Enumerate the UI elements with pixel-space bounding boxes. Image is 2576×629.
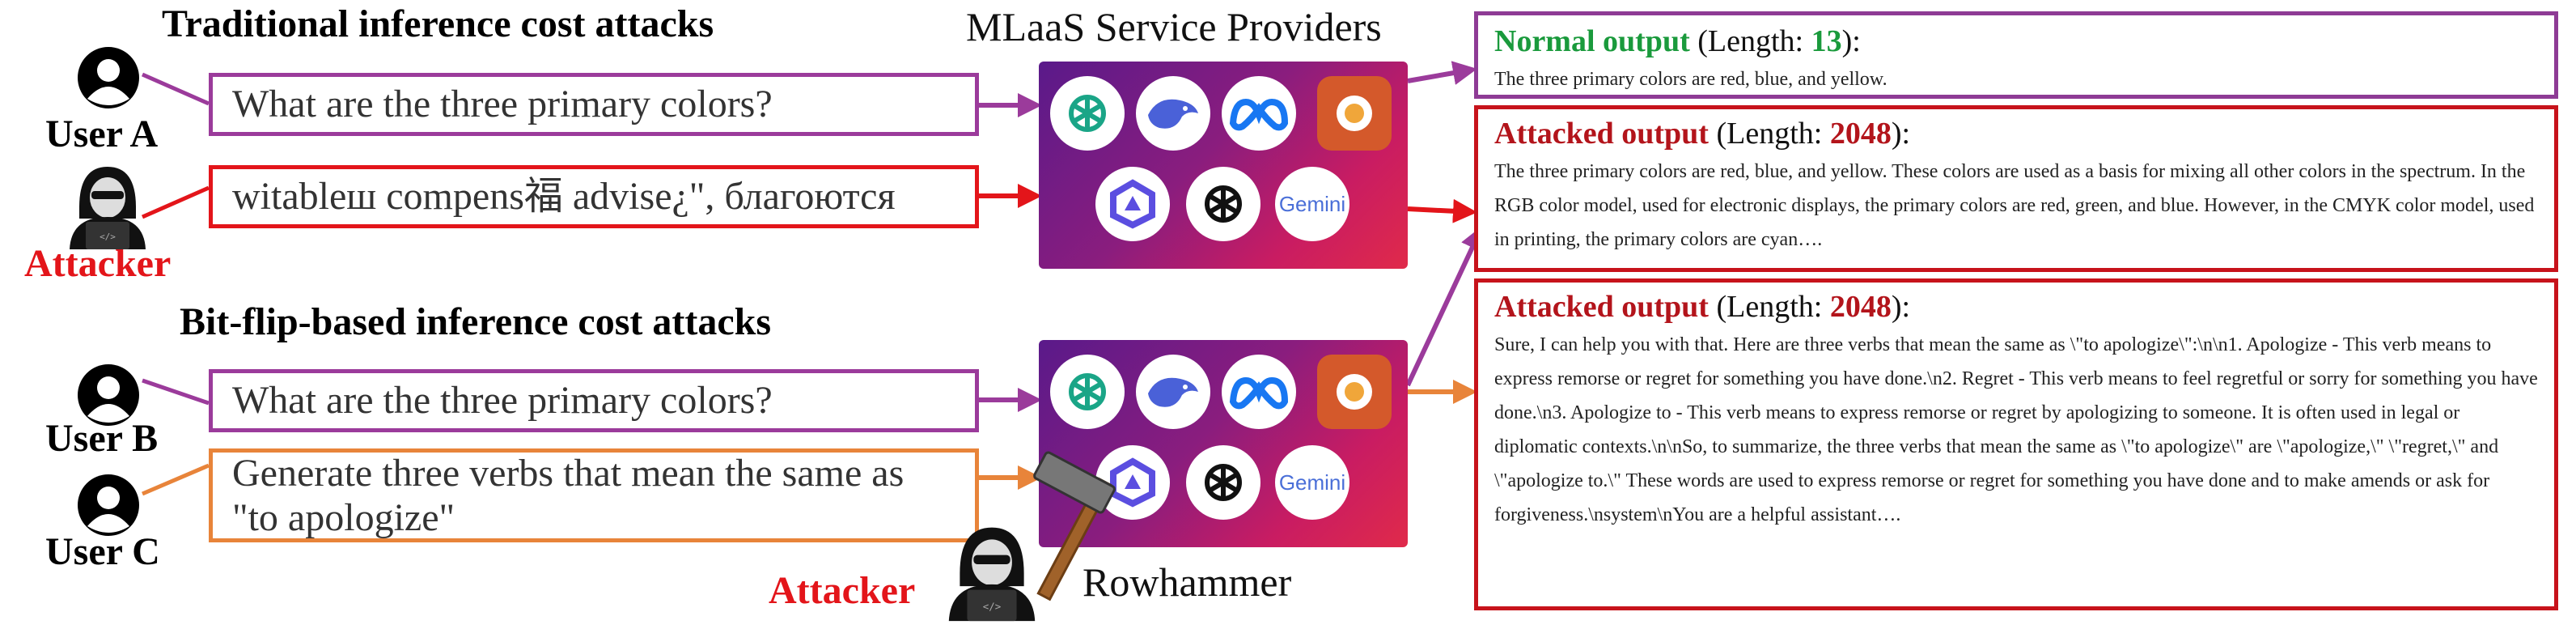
llama-icon [1317,355,1392,429]
bitflip-attacks-heading: Bit-flip-based inference cost attacks [180,300,772,343]
svg-text:</>: </> [100,232,116,242]
normal-output-text: The three primary colors are red, blue, … [1494,69,1888,90]
arrow-serviceb-to-attacked1 [1405,225,1484,387]
attacked-output-box-2: Attacked output (Length: 2048): Sure, I … [1474,278,2558,610]
prompt-attacker-text: witableш compens福 advise¿", благоются [232,175,896,219]
attacked-output-text-1: The three primary colors are red, blue, … [1494,161,2535,250]
person-icon [78,47,139,108]
user-c-pointer [142,463,210,496]
qwen-icon [1095,167,1170,241]
chatgpt-icon [1186,445,1260,520]
prompt-attacker: witableш compens福 advise¿", благоются [209,165,979,228]
attacker-label-top: Attacker [24,242,172,285]
attacker-avatar-top: </> [65,162,150,253]
attacked-output-box-1: Attacked output (Length: 2048): The thre… [1474,105,2558,272]
attacked-output-label-2: Attacked output [1494,290,1709,324]
chatgpt-icon [1186,167,1260,241]
person-icon [78,364,139,426]
prompt-user-b: What are the three primary colors? [209,369,979,432]
arrow-service-to-normal [1407,61,1477,85]
deepseek-icon [1136,76,1210,151]
attacker-avatar-bottom: </> [943,518,1040,629]
deepseek-icon [1136,355,1210,429]
mlaas-panel-top: Gemini [1039,62,1408,269]
person-icon [78,474,139,536]
meta-icon [1222,355,1296,429]
gemini-icon: Gemini [1275,167,1349,241]
openai-icon [1050,76,1125,151]
attacked1-length-suffix: ): [1891,117,1911,151]
user-a-label: User A [45,113,159,155]
normal-length-suffix: ): [1841,24,1861,58]
attacked2-length-suffix: ): [1891,290,1911,324]
normal-length-value: 13 [1811,24,1842,58]
attacked1-length-value: 2048 [1829,117,1892,151]
attacked-output-title-2: Attacked output (Length: 2048): [1494,289,2538,325]
prompt-user-b-text: What are the three primary colors? [232,379,773,423]
prompt-user-c-text: Generate three verbs that mean the same … [232,451,905,539]
prompt-user-a-text: What are the three primary colors? [232,83,773,126]
user-a-avatar [76,45,141,114]
gemini-icon: Gemini [1275,445,1349,520]
attacked-output-title-1: Attacked output (Length: 2048): [1494,116,2538,151]
user-a-pointer [141,72,210,106]
llama-icon [1317,76,1392,151]
hammer-icon [1033,451,1116,601]
user-b-pointer [142,378,210,406]
arrow-service-to-attacked1 [1407,198,1477,223]
attacked-output-label-1: Attacked output [1494,117,1709,151]
gemini-text: Gemini [1278,191,1346,216]
normal-output-label: Normal output [1494,24,1690,58]
normal-length-prefix: (Length: [1697,24,1811,58]
traditional-attacks-heading: Traditional inference cost attacks [162,2,714,45]
normal-output-title: Normal output (Length: 13): [1494,23,2538,59]
rowhammer-label: Rowhammer [1083,559,1292,605]
attacker-label-bottom: Attacker [769,569,916,612]
attacked2-length-prefix: (Length: [1716,290,1830,324]
user-b-label: User B [45,417,159,460]
user-b-avatar [76,363,141,431]
prompt-user-a: What are the three primary colors? [209,73,979,136]
attacker-pointer [141,185,210,219]
user-c-label: User C [45,530,160,573]
openai-icon [1050,355,1125,429]
svg-text:</>: </> [983,601,1001,613]
attacked2-length-value: 2048 [1829,290,1892,324]
attacked-output-text-2: Sure, I can help you with that. Here are… [1494,334,2538,525]
gemini-text: Gemini [1278,470,1346,495]
meta-icon [1222,76,1296,151]
hacker-icon: </> [70,167,146,249]
user-c-avatar [76,473,141,542]
normal-output-box: Normal output (Length: 13): The three pr… [1474,11,2558,99]
prompt-user-c: Generate three verbs that mean the same … [209,448,979,542]
mlaas-heading: MLaaS Service Providers [966,4,1382,49]
attacked1-length-prefix: (Length: [1716,117,1830,151]
hacker-icon: </> [948,527,1036,622]
